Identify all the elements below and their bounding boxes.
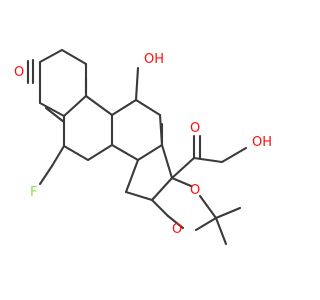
bond	[124, 158, 140, 194]
f-fluorine-label: F	[30, 185, 37, 200]
bond	[134, 66, 140, 102]
bond	[198, 194, 218, 220]
bond	[62, 94, 88, 118]
o-side-ketone-label: O	[190, 121, 200, 136]
methyl-bond	[214, 216, 228, 246]
bond	[86, 143, 114, 162]
atom-labels: O OH O OH O O F	[14, 52, 272, 237]
bond	[134, 98, 162, 117]
bond	[136, 143, 164, 162]
o-acetal-lower-label: O	[172, 222, 182, 237]
bond	[170, 156, 196, 180]
o-side-hydroxyl-label: OH	[252, 135, 272, 150]
bond	[160, 143, 174, 180]
bond	[192, 156, 224, 164]
bond	[220, 146, 248, 164]
o-ketone-label: O	[14, 65, 24, 80]
bond	[170, 176, 193, 188]
bond	[166, 214, 185, 230]
bond	[110, 143, 140, 162]
bond-skeleton	[26, 48, 248, 246]
bond	[150, 176, 174, 202]
o-acetal-upper-label: O	[190, 183, 200, 198]
bond	[60, 48, 88, 66]
o-hydroxyl-ring-label: OH	[144, 52, 164, 67]
methyl-bond	[214, 206, 242, 220]
bond	[150, 198, 170, 218]
bond	[194, 216, 218, 232]
molecule-structure: O OH O OH O O F	[14, 48, 272, 246]
bond	[110, 98, 138, 117]
bond	[38, 164, 54, 186]
bond	[38, 48, 64, 64]
bond	[50, 144, 66, 168]
bond	[38, 101, 66, 118]
bond	[62, 144, 90, 162]
bond	[124, 190, 154, 202]
bond	[84, 94, 114, 117]
double-bond-line	[44, 106, 66, 124]
